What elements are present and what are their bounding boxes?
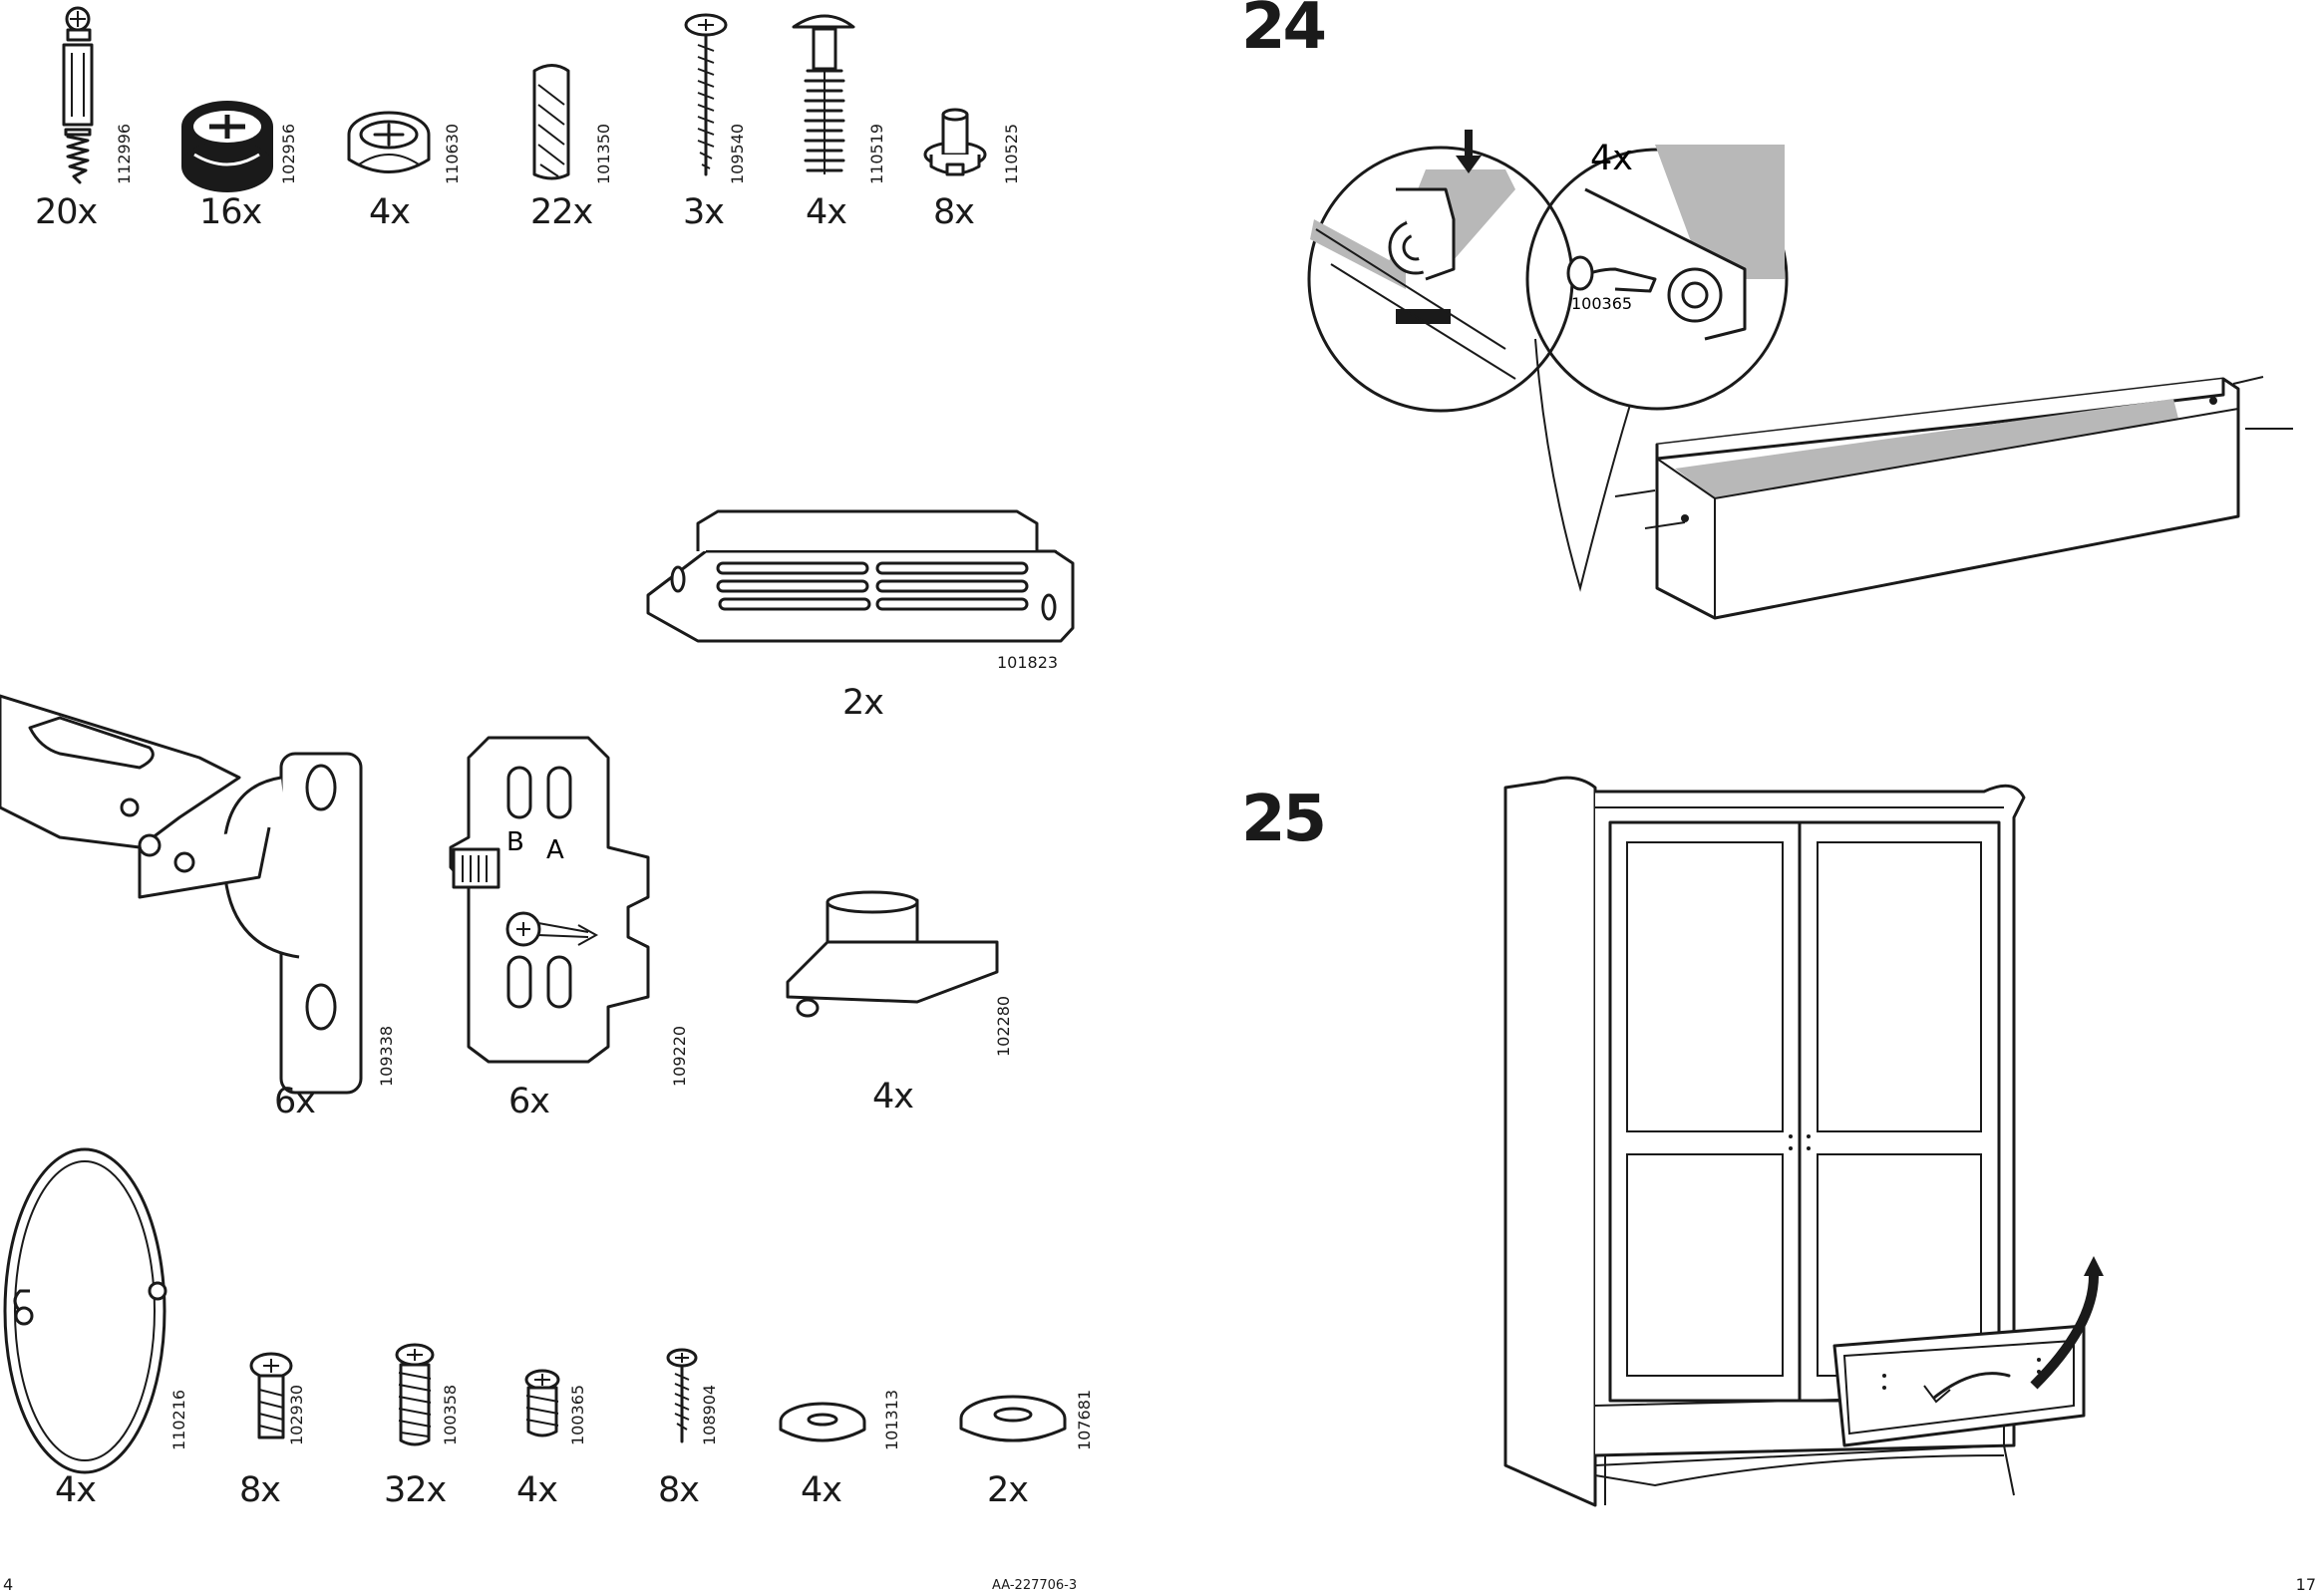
part-110216: 110216 4x [0, 1141, 199, 1520]
page-number: 4 [3, 1575, 14, 1594]
part-112996: 112996 20x [35, 5, 140, 232]
drawer-roller-diagram: 4x 100365 [1307, 130, 2293, 620]
part-quantity: 4x [872, 1077, 914, 1117]
callout-qty: 4x [1590, 139, 1633, 178]
part-109220: B A 109220 6x [439, 728, 708, 1126]
assembly-instructions-page: 24 4x 100365 [1157, 0, 2320, 1596]
svg-text:B: B [506, 827, 524, 857]
part-quantity: 3x [683, 192, 725, 232]
small-euro-screw-icon [524, 1369, 560, 1437]
cam-lock-black-icon [181, 101, 273, 192]
short-screw-icon [249, 1352, 293, 1439]
part-code: 102956 [279, 123, 298, 184]
part-code: 102280 [994, 995, 1013, 1057]
part-101823: 101823 2x [638, 503, 1077, 733]
part-109540: 109540 3x [668, 5, 758, 232]
step-24-illustration: 4x 100365 [1276, 130, 2313, 668]
part-quantity: 4x [516, 1470, 558, 1510]
shelf-pin-icon [923, 108, 987, 176]
part-quantity: 2x [987, 1470, 1029, 1510]
part-code: 109220 [670, 1025, 689, 1087]
part-quantity: 6x [274, 1082, 316, 1121]
part-102956: 102956 16x [179, 5, 299, 232]
part-quantity: 4x [801, 1470, 842, 1510]
part-code: 101313 [882, 1389, 901, 1450]
part-code: 101350 [594, 123, 613, 184]
part-100365: 100365 4x [508, 1366, 608, 1520]
svg-text:A: A [546, 835, 564, 865]
part-code: 100365 [568, 1384, 587, 1445]
part-102280: 102280 4x [778, 882, 1037, 1126]
part-code: 109540 [728, 123, 747, 184]
part-quantity: 6x [508, 1082, 550, 1121]
part-110519: 110519 4x [788, 5, 887, 232]
part-quantity: 8x [239, 1470, 281, 1510]
step-number: 25 [1241, 783, 1327, 856]
part-quantity: 4x [806, 192, 847, 232]
cabinet-drawer-diagram [1503, 776, 2104, 1507]
part-code: 110216 [169, 1389, 188, 1450]
page-number: 17 [2295, 1575, 2316, 1594]
small-screw-icon [666, 1348, 698, 1443]
step-number: 24 [1241, 0, 1327, 64]
magnet-catch-icon [646, 509, 1075, 643]
large-washer-icon [959, 1395, 1067, 1442]
barbed-pin-icon [792, 14, 855, 174]
part-100358: 100358 32x [379, 1341, 489, 1520]
part-101313: 101313 4x [773, 1390, 912, 1520]
part-code: 110630 [443, 123, 462, 184]
parts-list-page: 112996 20x 102956 16x 110630 4x 10 [0, 0, 1157, 1596]
mounting-plate-icon: B A [449, 736, 650, 1064]
part-code: 102930 [287, 1384, 306, 1445]
part-quantity: 8x [658, 1470, 700, 1510]
cam-bolt-icon [62, 6, 94, 184]
long-screw-icon [684, 13, 728, 176]
wood-dowel-icon [532, 64, 570, 180]
step-25-illustration [1503, 768, 2124, 1535]
part-code: 107681 [1075, 1389, 1094, 1450]
euro-screw-icon [395, 1343, 435, 1446]
part-code: 101823 [997, 653, 1059, 672]
part-code: 109338 [377, 1025, 396, 1087]
cam-lock-icon [347, 111, 431, 173]
part-code: 112996 [115, 123, 134, 184]
part-107681: 107681 2x [957, 1389, 1107, 1520]
part-quantity: 4x [55, 1470, 97, 1510]
part-code: 108904 [700, 1384, 719, 1445]
part-quantity: 16x [199, 192, 262, 232]
part-code: 110525 [1002, 123, 1021, 184]
part-quantity: 22x [530, 192, 593, 232]
part-108904: 108904 8x [658, 1346, 758, 1520]
part-101350: 101350 22x [518, 5, 618, 232]
part-code: 100358 [441, 1384, 460, 1445]
part-quantity: 4x [369, 192, 411, 232]
part-109338: 109338 6x [0, 688, 399, 1126]
document-id: AA-227706-3 [992, 1578, 1078, 1593]
part-quantity: 2x [842, 683, 884, 723]
part-110630: 110630 4x [339, 5, 462, 232]
part-quantity: 20x [35, 192, 98, 232]
part-code: 110519 [867, 123, 886, 184]
callout-code: 100365 [1571, 294, 1632, 313]
washer-icon [779, 1402, 866, 1442]
part-110525: 110525 8x [917, 5, 1027, 232]
part-quantity: 32x [384, 1470, 447, 1510]
part-102930: 102930 8x [229, 1346, 329, 1520]
ring-handle-icon [3, 1147, 167, 1474]
rod-clip-icon [786, 890, 999, 1018]
part-quantity: 8x [933, 192, 975, 232]
hinge-icon [0, 694, 363, 1095]
